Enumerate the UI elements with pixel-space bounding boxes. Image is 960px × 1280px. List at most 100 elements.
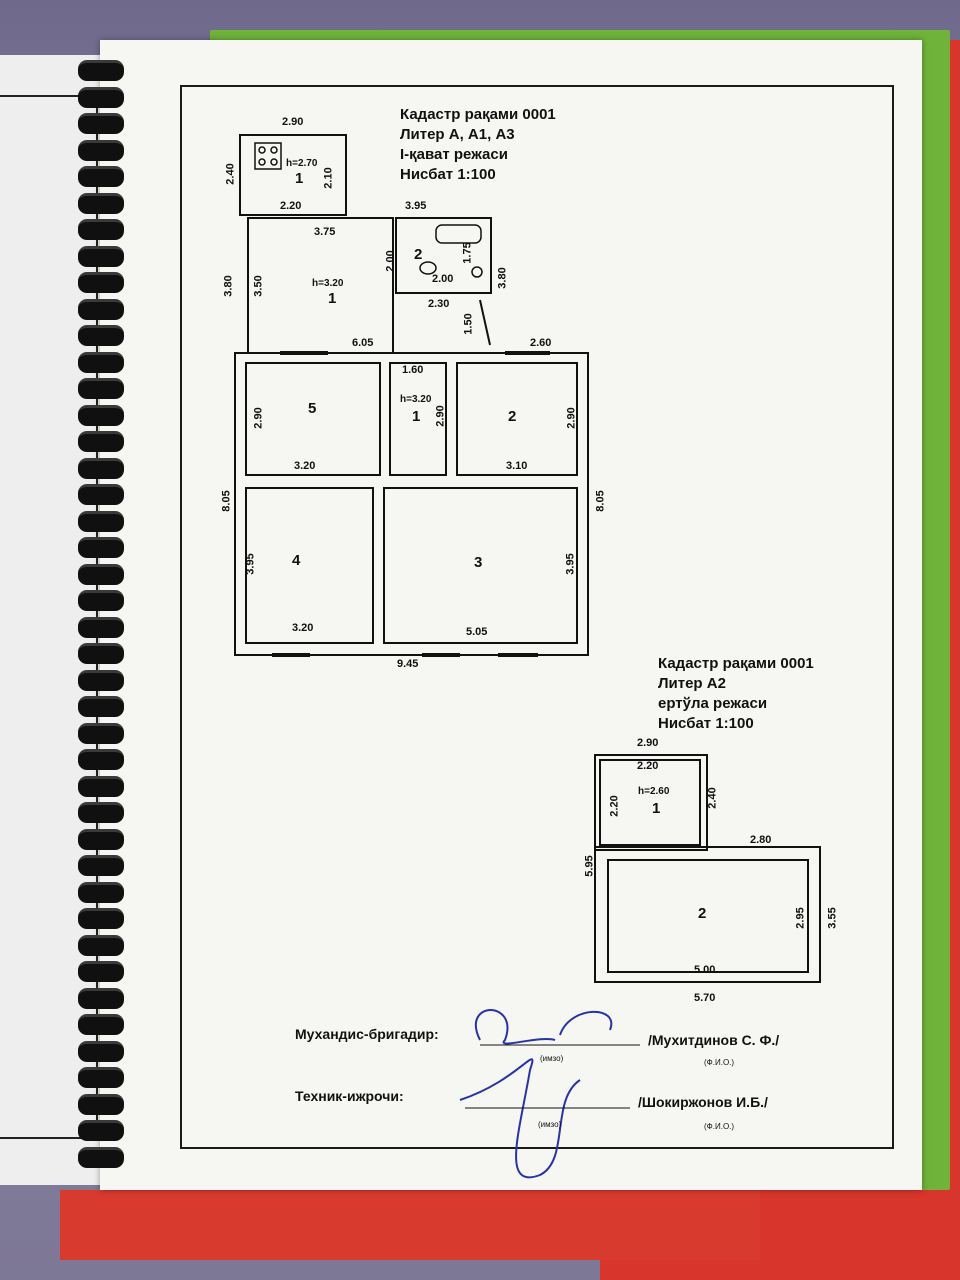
- liter-1: Литер А, А1, А3: [400, 126, 515, 143]
- dim-bath-inner-w: 2.00: [432, 273, 454, 285]
- binding-ring: [78, 351, 124, 373]
- room-label-5: 5: [308, 400, 317, 417]
- binding-ring: [78, 881, 124, 903]
- binding-ring: [78, 431, 124, 452]
- room-label-hall: 1: [328, 290, 337, 307]
- binding-ring: [78, 643, 124, 664]
- dim-bath-inner-h: 2.00: [384, 250, 397, 272]
- red-folder-bottom: [60, 1190, 760, 1260]
- dim-kitchen-left: 2.40: [224, 163, 237, 185]
- dim-r2-height: 2.90: [565, 407, 578, 429]
- binding-ring: [78, 696, 124, 717]
- room-label-3: 3: [474, 554, 483, 571]
- dim-kitchen-right: 2.10: [322, 167, 335, 189]
- binding-ring: [78, 828, 124, 850]
- room-label-b2: 2: [698, 905, 707, 922]
- liter-2: Литер А2: [658, 675, 726, 692]
- technician-name: /Шокиржонов И.Б./: [638, 1094, 768, 1110]
- dim-r5-height: 2.90: [252, 407, 265, 429]
- binding-ring: [78, 139, 124, 161]
- dim-bath-top: 3.95: [405, 200, 427, 212]
- kitchen-height: h=2.70: [286, 158, 318, 169]
- binding-ring: [78, 616, 124, 638]
- dim-b-left-inner: 2.20: [608, 795, 621, 817]
- dim-b-mid-right: 2.80: [750, 834, 772, 846]
- dim-r5-width: 3.20: [294, 460, 316, 472]
- dim-b-bottom-outer: 5.70: [694, 992, 716, 1004]
- binding-ring: [78, 934, 124, 956]
- dim-r4-height: 3.95: [244, 553, 257, 575]
- binding-ring: [78, 1093, 124, 1115]
- binding-ring: [78, 272, 124, 293]
- technician-label: Техник-ижрочи:: [295, 1088, 404, 1104]
- binding-ring: [78, 457, 124, 479]
- document-page: Кадастр рақами 0001 Литер А, А1, А3 І-қа…: [100, 40, 922, 1190]
- dim-outer-bottom: 9.45: [397, 658, 419, 670]
- dim-r4-width: 3.20: [292, 622, 314, 634]
- binding-ring: [78, 86, 124, 108]
- dim-b-left-outer: 5.95: [583, 855, 596, 877]
- binding-ring: [78, 669, 124, 691]
- dim-b-r2-inner-h: 2.95: [794, 907, 807, 929]
- binding-ring: [78, 722, 124, 744]
- binding-ring: [78, 113, 124, 134]
- dim-b-right-inner: 2.40: [706, 787, 719, 809]
- engineer-label: Мухандис-бригадир:: [295, 1026, 439, 1042]
- dim-b-r2-inner-w: 5.00: [694, 964, 716, 976]
- spiral-binding: [78, 60, 138, 1180]
- binding-ring: [78, 325, 124, 346]
- binding-ring: [78, 802, 124, 823]
- engineer-name: /Мухитдинов С. Ф./: [648, 1032, 780, 1048]
- engineer-fio-caption: (Ф.И.О.): [704, 1058, 735, 1067]
- scale-2: Нисбат 1:100: [658, 715, 754, 732]
- dim-r3-width: 5.05: [466, 626, 488, 638]
- floor-plan-drawing: [234, 134, 821, 1179]
- binding-ring: [78, 192, 124, 214]
- room-label-b1: 1: [652, 800, 661, 817]
- binding-ring: [78, 1067, 124, 1088]
- dim-b-r2-outer-h: 3.55: [826, 907, 839, 929]
- binding-ring: [78, 590, 124, 611]
- page-frame: [180, 85, 894, 1149]
- room-label-bath: 2: [414, 246, 423, 263]
- floor-plan-name-1: І-қават режаси: [400, 146, 508, 163]
- binding-ring: [78, 404, 124, 426]
- binding-ring: [78, 510, 124, 532]
- dim-r2-width: 3.10: [506, 460, 528, 472]
- binding-ring: [78, 961, 124, 982]
- binding-ring: [78, 775, 124, 797]
- binding-ring: [78, 245, 124, 267]
- binding-ring: [78, 219, 124, 240]
- binding-ring: [78, 166, 124, 187]
- room-label-2: 2: [508, 408, 517, 425]
- binding-ring: [78, 537, 124, 558]
- room-label-corridor: 1: [412, 408, 421, 425]
- corridor-height: h=3.20: [400, 394, 432, 405]
- dim-main-top-right: 2.60: [530, 337, 552, 349]
- binding-ring: [78, 908, 124, 929]
- room-label-4: 4: [292, 552, 301, 569]
- dim-hall-left-inner: 3.50: [252, 275, 265, 297]
- dim-b-top-inner: 2.20: [637, 760, 659, 772]
- dim-kitchen-top: 2.90: [282, 116, 304, 128]
- engineer-sign-caption: (имзо): [540, 1054, 564, 1063]
- dim-hall-width: 3.75: [314, 226, 336, 238]
- dim-bath-inner-h2: 1.75: [461, 242, 474, 264]
- cadastre-number-1: Кадастр рақами 0001: [400, 106, 556, 123]
- binding-ring: [78, 298, 124, 320]
- dim-b-top-outer: 2.90: [637, 737, 659, 749]
- dim-outer-right: 8.05: [594, 490, 607, 512]
- binding-ring: [78, 1120, 124, 1141]
- dim-hall-left-outer: 3.80: [222, 275, 235, 297]
- dim-passage: 1.50: [462, 313, 475, 335]
- dim-bath-right: 3.80: [496, 267, 509, 289]
- dim-corridor-width: 1.60: [402, 364, 424, 376]
- binding-ring: [78, 563, 124, 585]
- dim-corridor-side: 2.90: [434, 405, 447, 427]
- hall-height: h=3.20: [312, 278, 344, 289]
- binding-ring: [78, 60, 124, 81]
- dim-outer-left: 8.05: [220, 490, 233, 512]
- dim-kitchen-inner: 2.20: [280, 200, 302, 212]
- technician-fio-caption: (Ф.И.О.): [704, 1122, 735, 1131]
- floor-plan-name-2: ертўла режаси: [658, 695, 768, 712]
